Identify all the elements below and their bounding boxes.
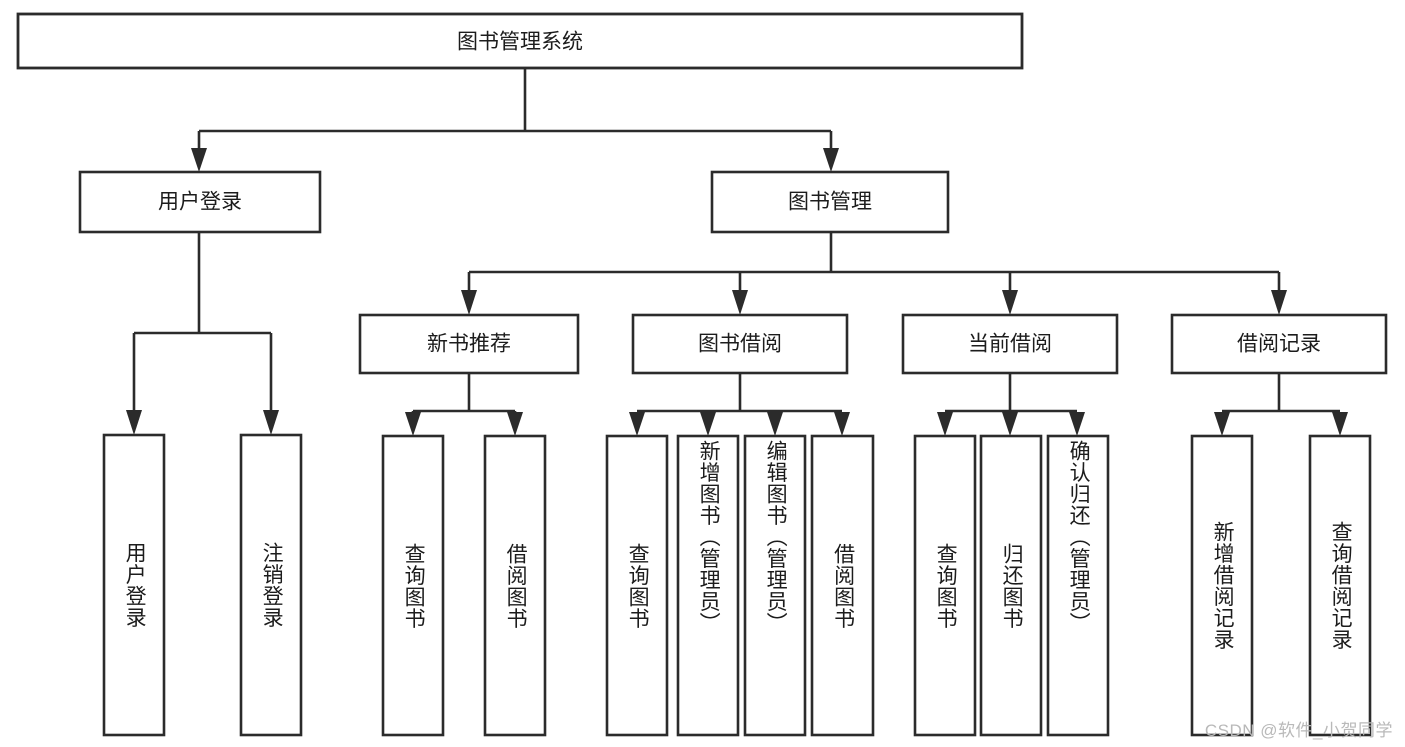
node-user-login[interactable] <box>78 170 322 234</box>
arrow-bb-to-leaf-4 <box>834 412 850 436</box>
arrow-bm-to-current-borrow <box>1002 290 1018 315</box>
node-leaf-current-query[interactable] <box>913 434 977 737</box>
node-leaf-borrow-query[interactable] <box>605 434 669 737</box>
node-current-borrow-label: 当前借阅 <box>968 333 1052 356</box>
node-book-borrow[interactable] <box>631 313 849 375</box>
arrow-bm-to-borrow-book <box>732 290 748 315</box>
node-borrow-record[interactable] <box>1170 313 1388 375</box>
arrow-bm-to-borrow-record <box>1271 290 1287 315</box>
arrow-cb-to-leaf-3 <box>1069 412 1085 436</box>
arrow-br-to-leaf-1 <box>1214 412 1230 436</box>
arrow-cb-to-leaf-2 <box>1002 412 1018 436</box>
node-layer: 图书管理系统 用户登录 图书管理 新书推荐 图书借阅 当前借阅 借阅记录 <box>16 12 1388 737</box>
node-leaf-user-login-logout[interactable] <box>239 433 303 737</box>
arrow-bb-to-leaf-1 <box>629 412 645 436</box>
node-leaf-borrow-add-book-admin[interactable] <box>676 434 740 737</box>
arrow-nb-to-leaf-1 <box>405 412 421 436</box>
node-user-login-label: 用户登录 <box>158 191 242 214</box>
arrow-br-to-leaf-2 <box>1332 412 1348 436</box>
arrow-nb-to-leaf-2 <box>507 412 523 436</box>
node-book-borrow-label: 图书借阅 <box>698 333 782 356</box>
node-new-book-recommend-label: 新书推荐 <box>427 333 511 356</box>
arrow-ul-to-leaf-2 <box>263 410 279 435</box>
node-book-management[interactable] <box>710 170 950 234</box>
csdn-watermark: CSDN @软件_小贺同学 <box>1204 721 1393 740</box>
node-book-management-label: 图书管理 <box>788 191 872 214</box>
node-borrow-record-label: 借阅记录 <box>1237 333 1321 356</box>
node-leaf-record-add[interactable] <box>1190 434 1254 737</box>
node-leaf-new-book-borrow[interactable] <box>483 434 547 737</box>
node-root-book-management-system[interactable] <box>16 12 1024 70</box>
arrow-bb-to-leaf-2 <box>700 412 716 436</box>
arrow-ul-to-leaf-1 <box>126 410 142 435</box>
node-new-book-recommend[interactable] <box>358 313 580 375</box>
node-leaf-user-login-login[interactable] <box>102 433 166 737</box>
node-leaf-new-book-query[interactable] <box>381 434 445 737</box>
arrow-bb-to-leaf-3 <box>767 412 783 436</box>
node-root-label: 图书管理系统 <box>457 31 583 54</box>
arrow-root-to-user-login <box>191 148 207 172</box>
arrow-root-to-book-manage <box>823 148 839 172</box>
node-leaf-current-return[interactable] <box>979 434 1043 737</box>
node-leaf-record-query[interactable] <box>1308 434 1372 737</box>
arrow-cb-to-leaf-1 <box>937 412 953 436</box>
connector-layer <box>126 68 1348 436</box>
node-leaf-borrow-borrow-book[interactable] <box>810 434 875 737</box>
node-current-borrow[interactable] <box>901 313 1119 375</box>
node-leaf-current-confirm-return-admin[interactable] <box>1046 434 1110 737</box>
node-leaf-borrow-edit-book-admin[interactable] <box>743 434 807 737</box>
arrow-bm-to-new-book <box>461 290 477 315</box>
